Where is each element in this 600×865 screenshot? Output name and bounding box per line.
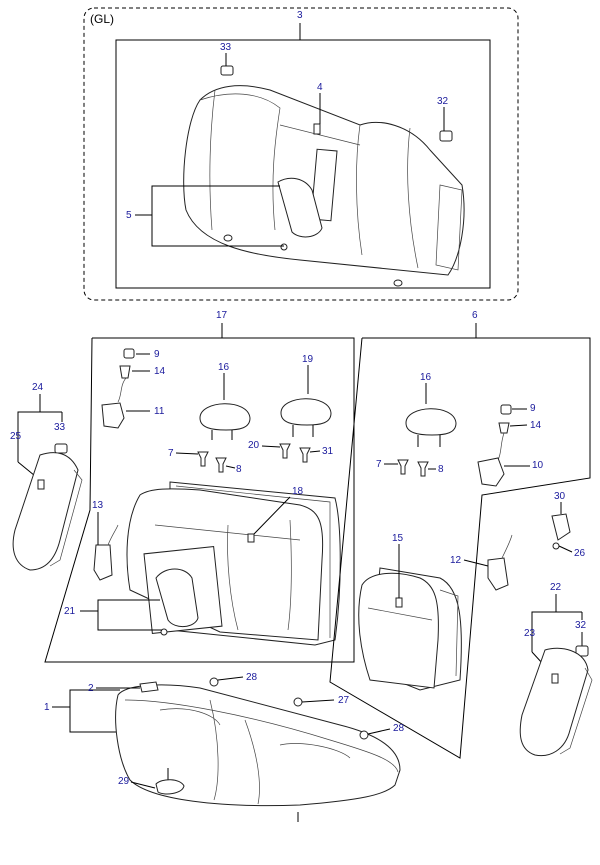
gl-assembly-frame xyxy=(115,39,491,289)
group-17: 17 9 14 11 16 19 7 8 20 31 xyxy=(44,310,355,663)
callout-21: 21 xyxy=(64,606,76,617)
side-bolster-left: 24 33 25 xyxy=(10,382,83,571)
gl-variant-label: (GL) xyxy=(90,12,114,26)
callout-19: 19 xyxy=(302,354,314,365)
callout-25: 25 xyxy=(10,431,22,442)
callout-16-left: 16 xyxy=(218,362,230,373)
callout-2: 2 xyxy=(88,683,94,694)
callout-18: 18 xyxy=(292,486,304,497)
callout-22: 22 xyxy=(550,582,562,593)
callout-12: 12 xyxy=(450,555,462,566)
clip-33-top xyxy=(220,65,234,76)
callout-10: 10 xyxy=(532,460,544,471)
callout-17: 17 xyxy=(216,310,228,321)
callout-23: 23 xyxy=(524,628,536,639)
side-bolster-right: 30 26 22 32 23 xyxy=(519,491,593,757)
callout-1: 1 xyxy=(44,702,50,713)
callout-9-right: 9 xyxy=(530,403,536,414)
callout-30: 30 xyxy=(554,491,566,502)
gl-variant-group: (GL) 33 4 32 3 5 xyxy=(83,7,519,301)
callout-29: 29 xyxy=(118,776,130,787)
callout-27: 27 xyxy=(338,695,350,706)
callout-8-right: 8 xyxy=(438,464,444,475)
clip-32-top xyxy=(439,130,453,142)
callout-32: 32 xyxy=(437,96,449,107)
callout-16-right: 16 xyxy=(420,372,432,383)
callout-7-left: 7 xyxy=(168,448,174,459)
callout-14-left: 14 xyxy=(154,366,166,377)
gl-dashed-frame xyxy=(83,7,519,301)
seat-cushion: 1 2 28 27 28 29 xyxy=(44,672,405,822)
callout-33: 33 xyxy=(220,42,232,53)
callout-7-right: 7 xyxy=(376,459,382,470)
callout-6: 6 xyxy=(472,310,478,321)
callout-4: 4 xyxy=(317,82,323,93)
callout-15: 15 xyxy=(392,533,404,544)
callout-24: 24 xyxy=(32,382,44,393)
callout-28-top: 28 xyxy=(246,672,258,683)
callout-33-side: 33 xyxy=(54,422,66,433)
callout-28-bottom: 28 xyxy=(393,723,405,734)
callout-26: 26 xyxy=(574,548,586,559)
callout-3: 3 xyxy=(297,10,303,21)
callout-13: 13 xyxy=(92,500,104,511)
callout-11: 11 xyxy=(154,406,165,417)
callout-20: 20 xyxy=(248,440,260,451)
group-6: 6 16 7 8 9 14 10 12 15 xyxy=(329,310,591,759)
callout-9-left: 9 xyxy=(154,349,160,360)
callout-31: 31 xyxy=(322,446,334,457)
callout-32-side: 32 xyxy=(575,620,587,631)
gl-seatback-drawing xyxy=(183,85,465,287)
callout-14-right: 14 xyxy=(530,420,542,431)
callout-5: 5 xyxy=(126,210,132,221)
callout-8-left: 8 xyxy=(236,464,242,475)
